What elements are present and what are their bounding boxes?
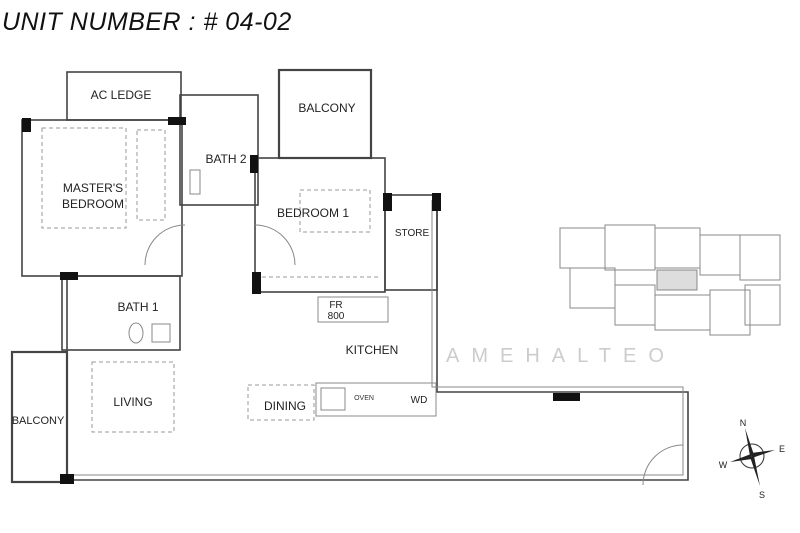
- main-outline: [66, 195, 689, 481]
- door-swing: [642, 444, 684, 486]
- bed1-outline: [299, 189, 371, 233]
- label-living: LIVING: [113, 395, 152, 409]
- bed-outline: [41, 127, 127, 229]
- label-bath2: BATH 2: [205, 152, 246, 166]
- kitchen-counter-bottom: [315, 382, 437, 417]
- wardrobe-outline: [136, 129, 166, 221]
- label-oven: OVEN: [354, 395, 374, 402]
- bath2-outline: [179, 94, 259, 206]
- column: [22, 118, 31, 132]
- label-wd: WD: [411, 395, 428, 406]
- compass-e: E: [779, 444, 785, 454]
- label-dining: DINING: [264, 399, 306, 413]
- column: [252, 272, 261, 294]
- bedroom1-outline: [254, 157, 386, 293]
- sofa-outline: [91, 361, 175, 433]
- label-kitchen: KITCHEN: [346, 343, 399, 357]
- label-masters-bedroom-1: MASTER'S: [63, 181, 123, 195]
- watermark: AMEHALTEO: [446, 345, 676, 367]
- inner-outline: [72, 200, 684, 476]
- column: [553, 393, 580, 401]
- column: [60, 474, 74, 484]
- column: [250, 155, 258, 173]
- compass-s: S: [759, 490, 765, 500]
- balcony-left-outline: [10, 350, 69, 484]
- label-bedroom1: BEDROOM 1: [277, 206, 349, 220]
- door-swing: [144, 224, 186, 266]
- label-bath1: BATH 1: [117, 300, 158, 314]
- column: [383, 193, 392, 211]
- column: [168, 117, 186, 125]
- key-plan: [559, 224, 781, 336]
- bath2-basin: [189, 169, 201, 195]
- bath1-outline: [61, 275, 181, 351]
- unit-number-title: UNIT NUMBER : # 04-02: [2, 8, 292, 36]
- wc-icon: [128, 322, 144, 344]
- label-fridge: FR: [329, 300, 342, 311]
- dining-table-outline: [247, 384, 315, 421]
- label-store: STORE: [395, 228, 430, 239]
- label-masters-bedroom-2: BEDROOM: [62, 197, 124, 211]
- sink-icon: [320, 387, 346, 411]
- compass-n: N: [740, 418, 747, 428]
- label-balcony-top: BALCONY: [298, 101, 355, 115]
- compass-rose-icon: N E S W: [719, 418, 785, 500]
- door-swing: [254, 224, 296, 266]
- label-fridge-size: 800: [328, 311, 345, 322]
- column: [60, 272, 78, 280]
- store-outline: [384, 194, 438, 291]
- compass-w: W: [719, 460, 728, 470]
- column: [432, 193, 441, 211]
- label-balcony-left: BALCONY: [12, 415, 65, 427]
- label-ac-ledge: AC LEDGE: [91, 88, 152, 102]
- bath1-basin: [151, 323, 171, 343]
- kitchen-counter: [317, 296, 389, 323]
